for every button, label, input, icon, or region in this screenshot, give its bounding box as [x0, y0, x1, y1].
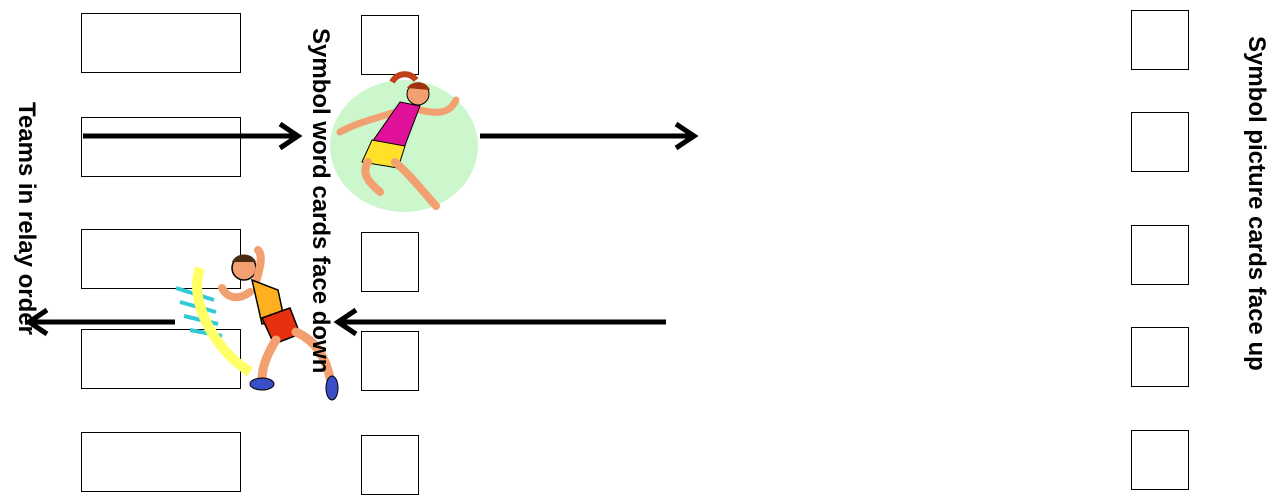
word-card-4 [361, 435, 419, 495]
right-arrow-icon [480, 121, 699, 151]
picture-card-2 [1131, 112, 1189, 172]
team-box-1 [81, 13, 241, 73]
right-arrow-icon [83, 121, 303, 151]
word-card-2 [361, 232, 419, 292]
picture-card-1 [1131, 10, 1189, 70]
picture-card-4 [1131, 327, 1189, 387]
teams-label: Teams in relay order [13, 102, 40, 335]
picture-card-3 [1131, 225, 1189, 285]
male-runner-icon [175, 246, 339, 401]
word-cards-label: Symbol word cards face down [307, 28, 334, 374]
picture-cards-label: Symbol picture cards face up [1243, 36, 1270, 371]
left-arrow-icon [24, 307, 175, 337]
team-box-2 [81, 117, 241, 177]
left-arrow-icon [333, 307, 666, 337]
word-card-3 [361, 331, 419, 391]
team-box-3 [81, 229, 241, 289]
female-runner-icon [330, 71, 478, 212]
word-card-1 [361, 15, 419, 75]
